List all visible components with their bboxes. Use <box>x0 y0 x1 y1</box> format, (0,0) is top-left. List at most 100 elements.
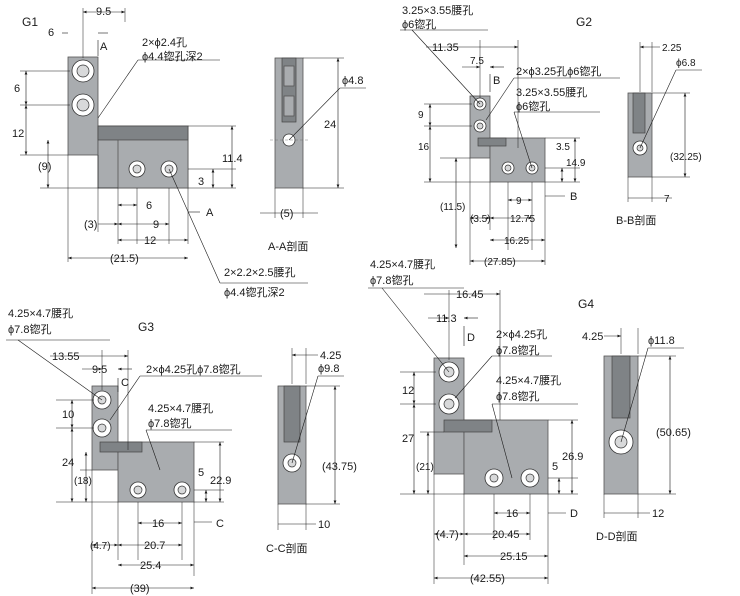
g3-sec-43-75: (43.75) <box>322 461 357 473</box>
g1-part <box>67 56 189 189</box>
g4-dim-D-top: D <box>467 332 475 344</box>
g4-dim-16: 16 <box>506 508 518 520</box>
g1-note-hole: 2×ϕ2.4孔 <box>142 36 187 49</box>
g4-dim-20-45: 20.45 <box>492 529 520 541</box>
g2-dim-3-5: 3.5 <box>556 142 570 153</box>
g1-note-slot-csk: ϕ4.4锪孔深2 <box>224 286 285 299</box>
g3-dim-25-4: 25.4 <box>140 560 161 572</box>
g4-note-slot-top: 4.25×4.7腰孔 <box>370 258 435 271</box>
g2-dim-11-5: (11.5) <box>440 202 465 213</box>
g4-note-slot-mid: 4.25×4.7腰孔 <box>496 374 561 387</box>
g2-group: G2 3.25×3.55腰孔 ϕ6锪孔 11.35 7.5 <box>400 4 702 268</box>
g4-dim-D-bot: D <box>570 508 578 520</box>
g4-dim-25-15: 25.15 <box>500 551 528 563</box>
g3-dim-24: 24 <box>62 457 74 469</box>
g4-dim-4-7: (4.7) <box>436 529 459 541</box>
g3-note-hole: 2×ϕ4.25孔ϕ7.8锪孔 <box>146 363 241 376</box>
g4-section-d-d: 4.25 ϕ11.8 (50.65) 12 D-D剖面 <box>582 328 691 543</box>
g2-dim-14-9: 14.9 <box>566 158 586 169</box>
g3-dim-4-7: (4.7) <box>90 541 111 552</box>
g4-sec-12: 12 <box>652 508 664 520</box>
g2-note-slot-top: 3.25×3.55腰孔 <box>402 4 473 17</box>
g4-dim-11-3: 11.3 <box>436 313 457 325</box>
g3-dim-9-5: 9.5 <box>92 364 107 376</box>
g1-dim-A-bot: A <box>206 207 214 219</box>
g1-dim-9-paren: (9) <box>38 161 51 173</box>
g2-dim-7-5: 7.5 <box>470 56 484 67</box>
g1-dim-A-top: A <box>100 41 108 53</box>
g2-dim-16: 16 <box>418 142 430 153</box>
g2-dim-B-top: B <box>493 75 500 87</box>
g1-dim-12-left: 12 <box>12 128 24 140</box>
g3-dim-39: (39) <box>130 583 150 595</box>
g3-sec-caption: C-C剖面 <box>266 541 308 555</box>
g1-sec-24: 24 <box>324 119 336 131</box>
g1-dim-3: 3 <box>198 176 204 188</box>
g3-dim-5: 5 <box>198 467 204 479</box>
g2-dim-3-5p: (3.5) <box>470 214 491 225</box>
g3-dim-13-55: 13.55 <box>52 351 80 363</box>
g3-title: G3 <box>138 320 154 334</box>
g1-section-a-a: ϕ4.8 24 (5) A-A剖面 <box>260 57 366 253</box>
g1-note-csk: ϕ4.4锪孔深2 <box>142 50 203 63</box>
g4-sec-50-65: (50.65) <box>656 427 691 439</box>
g4-dim-42-55: (42.55) <box>470 573 505 585</box>
g3-sec-phi9-8: ϕ9.8 <box>318 363 339 375</box>
g1-sec-caption: A-A剖面 <box>268 239 308 253</box>
g3-note-slot-mid: 4.25×4.7腰孔 <box>148 402 213 415</box>
g3-section-c-c: 4.25 ϕ9.8 (43.75) 10 C-C剖面 <box>266 348 357 555</box>
g2-part <box>469 95 546 183</box>
g2-dim-B-bot: B <box>570 191 577 203</box>
g3-note-csk-top: ϕ7.8锪孔 <box>8 323 51 336</box>
g3-dim-16: 16 <box>152 518 164 530</box>
g1-dim-9-bot: 9 <box>153 219 159 231</box>
g2-section-b-b: 2.25 ϕ6.8 (32.25) 7 B-B剖面 <box>616 42 702 227</box>
g4-sec-4-25: 4.25 <box>582 331 603 343</box>
g4-dim-27: 27 <box>402 433 414 445</box>
g2-sec-phi6-8: ϕ6.8 <box>676 58 696 69</box>
g1-dim-6-left: 6 <box>14 83 20 95</box>
g1-dimensions: 9.5 6 A 6 12 (9) 3 11.4 A <box>12 6 243 265</box>
g3-group: G3 4.25×4.7腰孔 ϕ7.8锪孔 13.55 9.5 <box>6 307 357 595</box>
g1-dim-12-bot: 12 <box>144 235 156 247</box>
g1-dim-6-top: 6 <box>48 27 54 39</box>
g4-note-csk-top: ϕ7.8锪孔 <box>370 274 413 287</box>
g4-note-hole: 2×ϕ4.25孔 <box>496 328 547 341</box>
g1-notes: 2×ϕ2.4孔 ϕ4.4锪孔深2 2×2.2×2.5腰孔 ϕ4.4锪孔深2 <box>97 36 308 299</box>
g2-dim-16-25: 16.25 <box>504 236 529 247</box>
g3-dim-20-7: 20.7 <box>144 540 165 552</box>
g2-dim-9: 9 <box>418 110 424 121</box>
g2-sec-2-25: 2.25 <box>662 43 682 54</box>
g2-note-hole: 2×ϕ3.25孔ϕ6锪孔 <box>516 65 601 78</box>
g1-title: G1 <box>22 15 38 29</box>
g4-part <box>433 357 549 495</box>
g3-note-slot-top: 4.25×4.7腰孔 <box>8 307 73 320</box>
g3-dim-10: 10 <box>62 409 74 421</box>
g4-dim-12: 12 <box>402 385 414 397</box>
g3-dim-C-bot: C <box>216 518 224 530</box>
g3-dim-C-top: C <box>121 377 129 389</box>
g2-sec-caption: B-B剖面 <box>616 213 656 227</box>
g3-sec-4-25: 4.25 <box>320 350 341 362</box>
g4-dim-5: 5 <box>552 461 558 473</box>
g2-note-slot-mid: 3.25×3.55腰孔 <box>516 86 587 99</box>
g4-title: G4 <box>578 297 594 311</box>
g2-dimensions: 3.25×3.55腰孔 ϕ6锪孔 11.35 7.5 B 2×ϕ3.25孔ϕ6锪… <box>400 4 620 268</box>
g1-sec-phi4-8: ϕ4.8 <box>342 75 363 87</box>
g1-note-slot: 2×2.2×2.5腰孔 <box>224 266 296 279</box>
g4-dim-26-9: 26.9 <box>562 451 583 463</box>
g4-group: G4 4.25×4.7腰孔 ϕ7.8锪孔 16.45 11.3 <box>368 258 691 585</box>
g4-dimensions: 4.25×4.7腰孔 ϕ7.8锪孔 16.45 11.3 D 2×ϕ4.25孔 … <box>368 258 583 585</box>
g1-dim-11-4: 11.4 <box>222 153 243 165</box>
g2-sec-32-25: (32.25) <box>670 152 702 163</box>
g1-dim-6-bot: 6 <box>146 200 152 212</box>
g4-note-csk-mid: ϕ7.8锪孔 <box>496 390 539 403</box>
g2-note-csk-mid: ϕ6锪孔 <box>516 100 550 113</box>
g3-part <box>91 385 195 503</box>
g3-dim-18: (18) <box>74 476 92 487</box>
g2-dim-11-35: 11.35 <box>432 42 459 54</box>
g3-note-csk-mid: ϕ7.8锪孔 <box>148 417 191 430</box>
g2-dim-12-75: 12.75 <box>510 214 535 225</box>
g2-sec-7: 7 <box>664 194 670 205</box>
